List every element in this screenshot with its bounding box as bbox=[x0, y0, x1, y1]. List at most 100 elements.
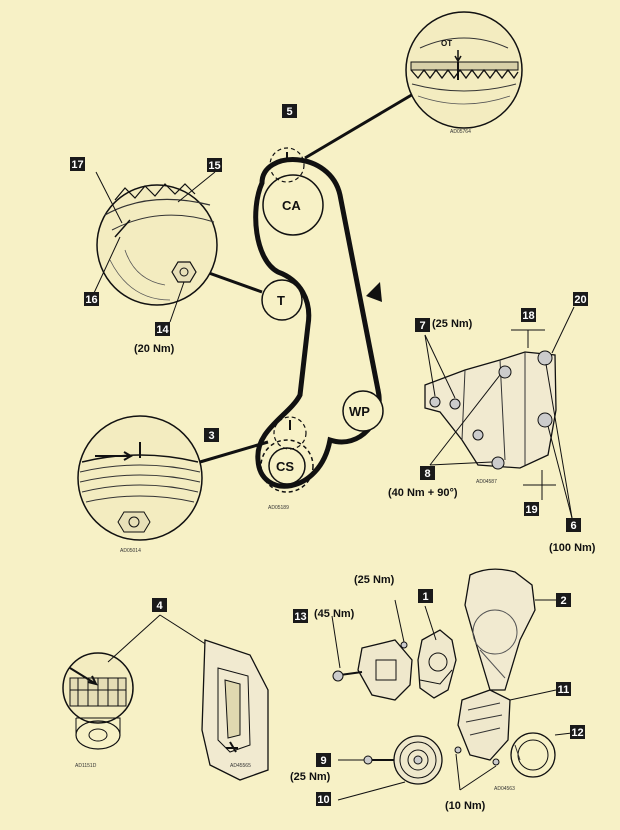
callout-box bbox=[524, 502, 539, 516]
torque-label: (25 Nm) bbox=[432, 318, 473, 330]
tensioner-label: T bbox=[277, 293, 285, 308]
crankshaft-pulley-part bbox=[337, 735, 443, 801]
callout-number: 16 bbox=[85, 294, 97, 306]
callout-number: 4 bbox=[156, 600, 163, 612]
leader-line bbox=[304, 88, 421, 160]
callout-1: 1 bbox=[418, 589, 433, 603]
callout-box bbox=[293, 609, 308, 623]
callout-8: 8 bbox=[420, 466, 435, 480]
camshaft-pulley: CA bbox=[262, 147, 324, 236]
callout-7: 7 bbox=[415, 318, 430, 332]
callout-box bbox=[556, 593, 571, 607]
callout-3: 3 bbox=[204, 428, 219, 442]
torque-label: (10 Nm) bbox=[445, 800, 486, 812]
figure-code: AD05764 bbox=[450, 129, 471, 135]
callout-box bbox=[70, 157, 85, 171]
callout-number: 13 bbox=[294, 611, 306, 623]
callout-number: 3 bbox=[208, 430, 214, 442]
callout-number: 1 bbox=[422, 591, 428, 603]
callout-box bbox=[570, 725, 585, 739]
engine-mount-bracket: AD04587 bbox=[424, 306, 575, 519]
callout-box bbox=[521, 308, 536, 322]
torque-label: (100 Nm) bbox=[549, 542, 596, 554]
engine-mount bbox=[331, 615, 413, 701]
callout-box bbox=[282, 104, 297, 118]
torque-label: (25 Nm) bbox=[354, 574, 395, 586]
callout-number: 6 bbox=[570, 520, 576, 532]
callout-box bbox=[316, 792, 331, 806]
timing-cover-upper bbox=[464, 568, 556, 691]
callout-number: 18 bbox=[522, 310, 534, 322]
callout-4: 4 bbox=[152, 598, 167, 612]
callout-box bbox=[418, 589, 433, 603]
torque-label: (45 Nm) bbox=[314, 608, 355, 620]
camshaft-label: CA bbox=[282, 198, 301, 213]
callout-number: 11 bbox=[558, 684, 570, 696]
callout-17: 17 bbox=[70, 157, 85, 171]
figure-code: AD1151D bbox=[75, 763, 97, 769]
callout-number: 9 bbox=[320, 755, 326, 767]
callout-14: 14 bbox=[155, 322, 170, 336]
callout-10: 10 bbox=[316, 792, 331, 806]
callout-box bbox=[152, 598, 167, 612]
callout-box bbox=[316, 753, 331, 767]
callout-5: 5 bbox=[282, 104, 297, 118]
lower-timing-cover bbox=[454, 689, 557, 761]
seal-ring: AD04563 bbox=[455, 732, 573, 792]
figure-code: AD45565 bbox=[230, 763, 251, 769]
figure-code: AD04563 bbox=[494, 786, 515, 792]
callout-number: 12 bbox=[571, 727, 583, 739]
callout-box bbox=[207, 158, 222, 172]
callout-box bbox=[420, 466, 435, 480]
water-pump-label: WP bbox=[349, 404, 370, 419]
callout-number: 8 bbox=[424, 468, 430, 480]
callout-number: 14 bbox=[156, 324, 169, 336]
callout-box bbox=[573, 292, 588, 306]
torque-label: (20 Nm) bbox=[134, 343, 175, 355]
callout-15: 15 bbox=[207, 158, 222, 172]
callout-box bbox=[415, 318, 430, 332]
callout-18: 18 bbox=[521, 308, 536, 322]
callout-12: 12 bbox=[570, 725, 585, 739]
callout-number: 5 bbox=[286, 106, 292, 118]
callout-13: 13 bbox=[293, 609, 308, 623]
rotation-arrow-icon bbox=[366, 282, 382, 302]
engine-block-section: AD45565 bbox=[201, 639, 269, 781]
callout-6: 6 bbox=[566, 518, 581, 532]
callout-box bbox=[155, 322, 170, 336]
callout-number: 7 bbox=[419, 320, 425, 332]
figure-code: AD05189 bbox=[268, 505, 289, 511]
callout-11: 11 bbox=[556, 682, 571, 696]
figure-code: AD05014 bbox=[120, 548, 141, 554]
callout-2: 2 bbox=[556, 593, 571, 607]
callout-box bbox=[556, 682, 571, 696]
tensioner-pulley: T bbox=[261, 279, 303, 321]
crankshaft-label: CS bbox=[276, 459, 294, 474]
callout-number: 17 bbox=[71, 159, 83, 171]
water-pump-pulley: WP bbox=[342, 390, 384, 432]
callout-number: 15 bbox=[208, 160, 220, 172]
callout-19: 19 bbox=[524, 502, 539, 516]
crankshaft-mark-detail: AD05014 bbox=[77, 415, 269, 554]
callout-number: 19 bbox=[525, 504, 537, 516]
callout-box bbox=[84, 292, 99, 306]
torque-label: (40 Nm + 90°) bbox=[388, 487, 458, 499]
callout-number: 2 bbox=[560, 595, 566, 607]
callout-box bbox=[566, 518, 581, 532]
callout-box bbox=[204, 428, 219, 442]
callout-20: 20 bbox=[573, 292, 588, 306]
crank-sprocket-detail: AD1151D bbox=[62, 614, 219, 769]
timing-belt bbox=[253, 157, 382, 489]
tensioner-assembly bbox=[394, 599, 457, 699]
torque-label: (25 Nm) bbox=[290, 771, 331, 783]
callout-number: 10 bbox=[317, 794, 329, 806]
callout-16: 16 bbox=[84, 292, 99, 306]
figure-code: AD04587 bbox=[476, 479, 497, 485]
callout-number: 20 bbox=[574, 294, 586, 306]
tdc-mark-label: OT bbox=[441, 39, 452, 48]
callout-9: 9 bbox=[316, 753, 331, 767]
tensioner-detail bbox=[93, 171, 263, 323]
crankshaft-pulley: CS AD05189 bbox=[260, 416, 314, 511]
